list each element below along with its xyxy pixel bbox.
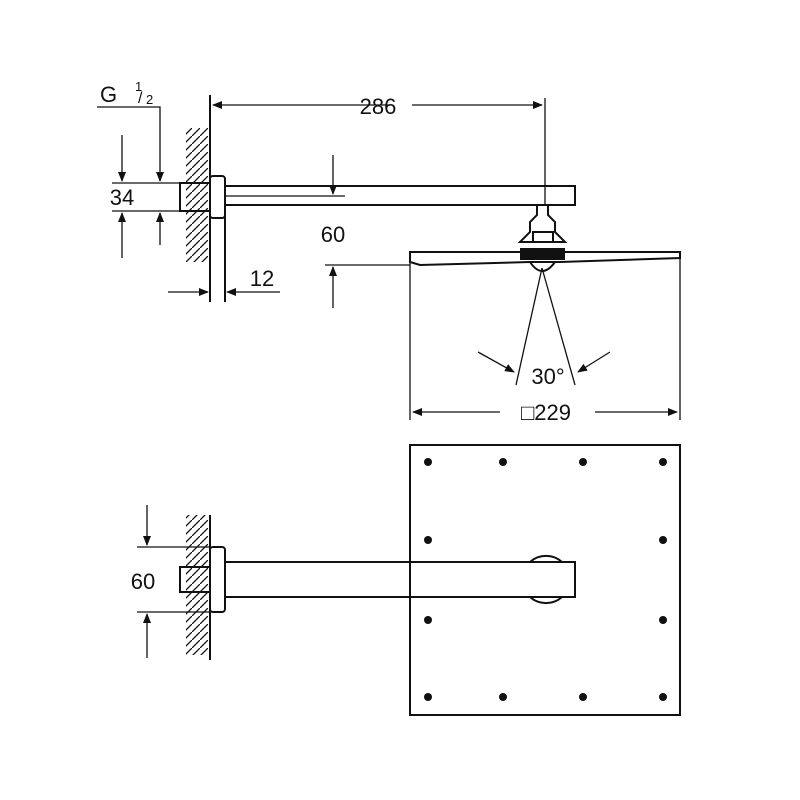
spray-angle-label: 30° [531,364,564,389]
svg-text:/: / [138,90,143,107]
top-view: 60 [131,444,681,716]
drop-label: 60 [321,222,345,247]
thread-label: G [100,82,117,107]
flange-depth-label: 12 [250,266,274,291]
head-size-label: □229 [521,400,571,425]
flange [209,175,226,219]
arm-width-label: 60 [131,569,155,594]
thread-fraction-numerator: 1 [135,79,142,94]
wall-hatch-top [186,515,208,655]
shower-arm-top [224,561,576,598]
wall-hatch [186,128,208,262]
head-plate [409,444,681,716]
arm-length-label: 286 [360,94,397,119]
thread-fraction-denominator: 2 [146,92,153,107]
pipe-height-label: 34 [110,185,134,210]
connector [517,205,568,243]
side-view: 286 G 1 / 2 34 60 12 30° □229 [97,79,681,425]
flange-top [209,546,226,613]
nozzle-dots [424,458,667,701]
